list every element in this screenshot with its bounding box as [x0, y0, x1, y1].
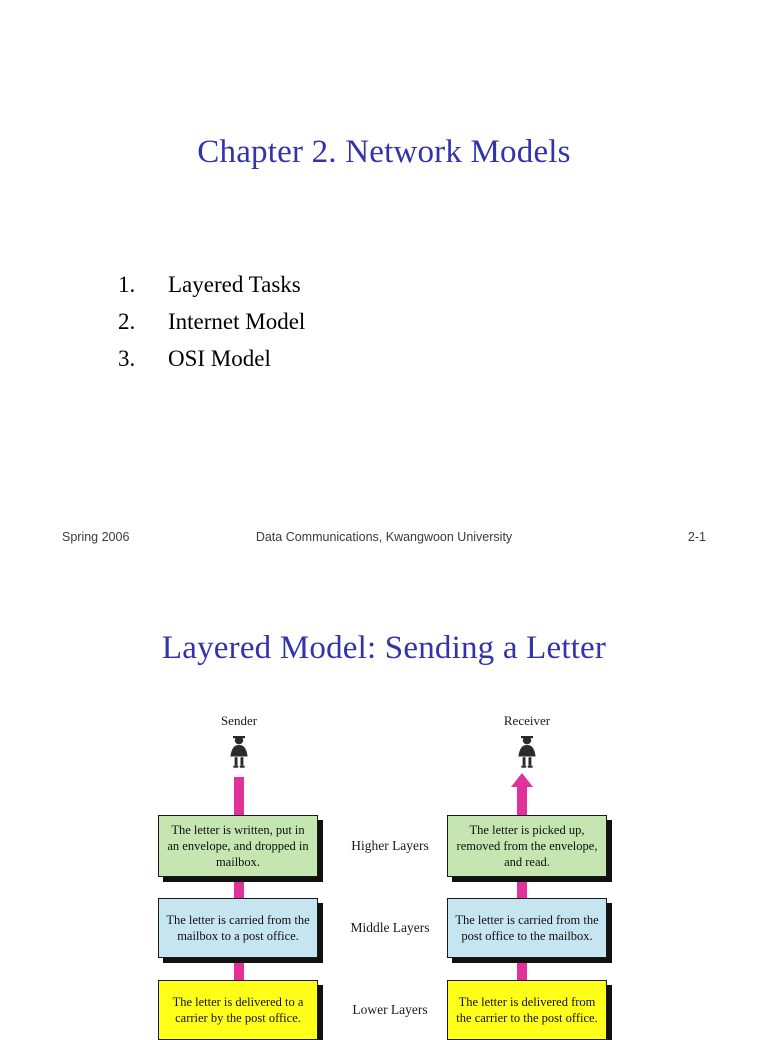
list-item-label: OSI Model	[168, 346, 271, 371]
list-item-number: 3.	[118, 346, 136, 371]
list-item: 1. Layered Tasks	[118, 272, 518, 309]
receiver-pipe-mid	[517, 875, 527, 905]
slide-chapter-intro: Chapter 2. Network Models 1. Layered Tas…	[0, 134, 768, 548]
sender-pipe-low	[234, 958, 244, 988]
layer-label-middle: Middle Layers	[350, 920, 430, 935]
page-title: Layered Model: Sending a Letter	[161, 630, 607, 666]
receiver-pipe-low	[517, 958, 527, 988]
receiver-pipe-top	[517, 786, 527, 817]
footer-course: Data Communications, Kwangwoon Universit…	[255, 530, 513, 544]
sender-pipe-mid	[234, 875, 244, 905]
page-title: Chapter 2. Network Models	[197, 134, 571, 170]
receiver-box-higher: The letter is picked up, removed from th…	[447, 815, 607, 877]
sender-box-middle: The letter is carried from the mailbox t…	[158, 898, 318, 958]
receiver-arrow-head	[511, 773, 533, 787]
layer-label-lower: Lower Layers	[352, 1002, 428, 1017]
receiver-box-middle: The letter is carried from the post offi…	[447, 898, 607, 958]
sender-box-higher: The letter is written, put in an envelop…	[158, 815, 318, 877]
layered-model-diagram: Sender Receiver	[150, 705, 630, 1040]
footer-date: Spring 2006	[62, 530, 130, 544]
list-item-label: Internet Model	[168, 309, 306, 334]
agenda-list: 1. Layered Tasks 2. Internet Model 3. OS…	[118, 272, 518, 383]
list-item: 3. OSI Model	[118, 346, 518, 383]
slide-layered-model: Layered Model: Sending a Letter Sender R…	[0, 600, 768, 1040]
sender-box-lower: The letter is delivered to a carrier by …	[158, 980, 318, 1040]
receiver-box-lower: The letter is delivered from the carrier…	[447, 980, 607, 1040]
list-item-number: 1.	[118, 272, 136, 297]
sender-pipe-top	[234, 777, 244, 817]
slide-footer: Spring 2006 Data Communications, Kwangwo…	[0, 530, 768, 548]
footer-page-number: 2-1	[687, 530, 706, 544]
list-item-label: Layered Tasks	[168, 272, 301, 297]
layer-label-higher: Higher Layers	[351, 838, 429, 853]
receiver-person-icon	[514, 735, 540, 769]
sender-person-icon	[226, 735, 252, 769]
list-item-number: 2.	[118, 309, 136, 334]
sender-label: Sender	[220, 713, 258, 728]
list-item: 2. Internet Model	[118, 309, 518, 346]
receiver-label: Receiver	[503, 713, 551, 728]
